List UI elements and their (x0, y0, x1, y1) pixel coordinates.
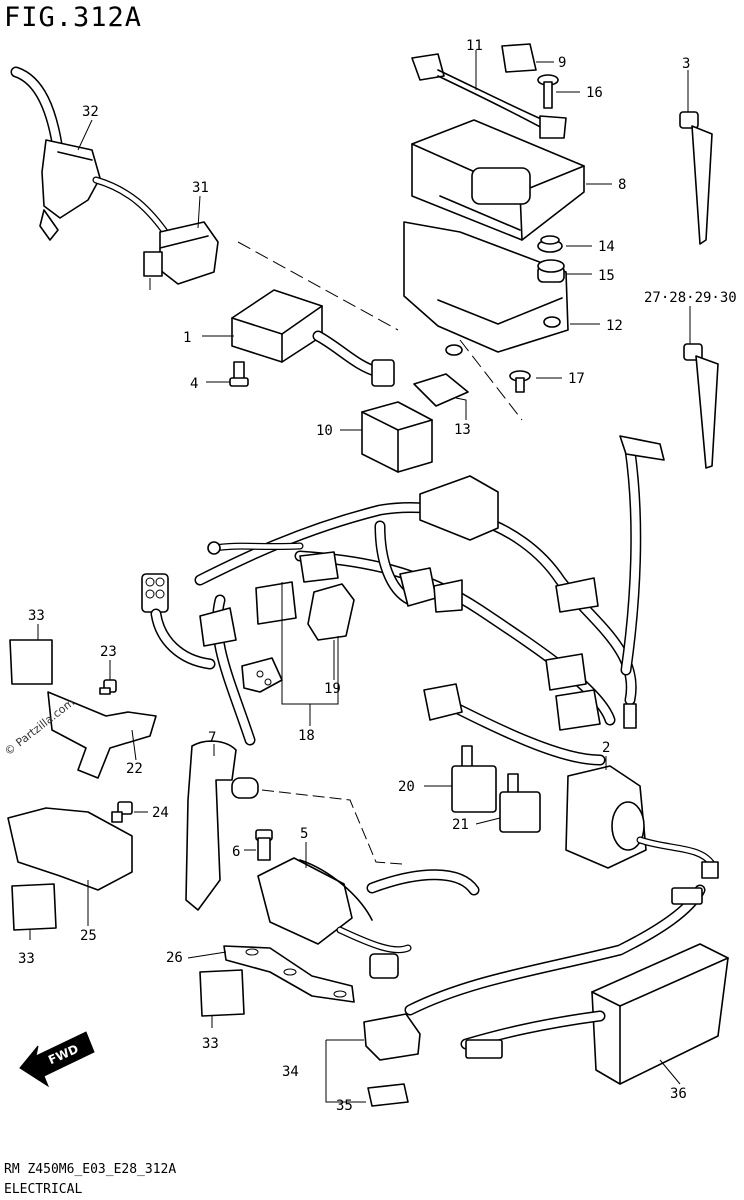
callout-22[interactable]: 22 (126, 761, 143, 777)
callout-34[interactable]: 34 (282, 1064, 299, 1080)
part-11-mounting-strap[interactable] (411, 53, 567, 139)
part-6-bolt[interactable] (255, 829, 273, 861)
callout-15[interactable]: 15 (598, 268, 615, 284)
callout-36[interactable]: 36 (670, 1086, 687, 1102)
callout-8[interactable]: 8 (618, 177, 626, 193)
callout-11[interactable]: 11 (466, 38, 483, 54)
part-4-bolt[interactable] (229, 361, 249, 387)
callout-7[interactable]: 7 (208, 730, 216, 746)
callout-33-a[interactable]: 33 (28, 608, 45, 624)
part-16-screw[interactable] (537, 74, 559, 109)
callout-labels: 1 2 3 4 5 6 7 8 9 10 11 12 13 14 15 16 1… (18, 38, 737, 1114)
figure-title: FIG.312A (4, 2, 143, 33)
guide-line-left (237, 241, 399, 331)
part-33-pad-3[interactable] (199, 969, 245, 1017)
callout-12[interactable]: 12 (606, 318, 623, 334)
callout-24[interactable]: 24 (152, 805, 169, 821)
callout-16[interactable]: 16 (586, 85, 603, 101)
part-14-cushion[interactable] (537, 235, 563, 253)
callout-17[interactable]: 17 (568, 371, 585, 387)
callout-35[interactable]: 35 (336, 1098, 353, 1114)
part-20-fuse-relay[interactable] (451, 745, 497, 813)
figure-code: RM Z450M6_E03_E28_312A (4, 1162, 177, 1177)
part-5-ignition-coil[interactable] (257, 857, 480, 979)
part-24-bolt[interactable] (111, 801, 133, 823)
forward-direction-arrow: FWD (19, 1031, 95, 1088)
part-31-relay[interactable] (143, 221, 219, 290)
part-1-regulator[interactable] (231, 289, 395, 387)
part-3-cable-tie[interactable] (679, 111, 713, 245)
callout-14[interactable]: 14 (598, 239, 615, 255)
callout-21[interactable]: 21 (452, 817, 469, 833)
part-27-30-cable-tie[interactable] (683, 343, 719, 469)
callout-20[interactable]: 20 (398, 779, 415, 795)
callout-18[interactable]: 18 (298, 728, 315, 744)
part-13-clamp[interactable] (413, 373, 469, 407)
part-36-control-unit[interactable] (404, 884, 729, 1085)
callout-23[interactable]: 23 (100, 644, 117, 660)
callout-33-b[interactable]: 33 (18, 951, 35, 967)
part-8-ecm[interactable] (411, 119, 585, 241)
part-23-bolt[interactable] (99, 679, 117, 695)
callout-4[interactable]: 4 (190, 376, 198, 392)
callout-25[interactable]: 25 (80, 928, 97, 944)
part-21-fuse-relay[interactable] (499, 773, 541, 833)
leader-lines (29, 50, 691, 1103)
part-33-pad-1[interactable] (9, 639, 53, 685)
part-12-ecm-bracket[interactable] (403, 221, 569, 356)
part-10-connector[interactable] (361, 401, 433, 473)
section-name: ELECTRICAL (4, 1182, 83, 1197)
main-wiring-harness[interactable] (194, 435, 665, 766)
callout-9[interactable]: 9 (558, 55, 566, 71)
part-7-spark-plug-cap[interactable] (185, 740, 259, 911)
part-33-pad-2[interactable] (11, 883, 57, 931)
callout-32[interactable]: 32 (82, 104, 99, 120)
part-19-connector[interactable] (307, 583, 355, 641)
part-34-coupler[interactable] (363, 1013, 421, 1061)
callout-3[interactable]: 3 (682, 56, 690, 72)
part-2-horn-relay[interactable] (565, 765, 719, 879)
guide-line-right (459, 339, 523, 421)
callout-1[interactable]: 1 (183, 330, 191, 346)
sensor-coupler[interactable] (141, 573, 216, 670)
part-25-bracket[interactable] (7, 807, 133, 891)
part-9-pad[interactable] (501, 43, 537, 73)
part-32-handlebar-switch[interactable] (10, 66, 172, 241)
part-22-bracket[interactable] (47, 691, 157, 779)
part-26-stay[interactable] (223, 945, 355, 1003)
callout-31[interactable]: 31 (192, 180, 209, 196)
part-15-grommet[interactable] (537, 259, 565, 283)
callout-26[interactable]: 26 (166, 950, 183, 966)
callout-6[interactable]: 6 (232, 844, 240, 860)
part-17-screw[interactable] (509, 370, 531, 393)
callout-27-30[interactable]: 27·28·29·30 (644, 290, 737, 306)
callout-10[interactable]: 10 (316, 423, 333, 439)
plug-cap-guide-line (261, 789, 403, 865)
callout-2[interactable]: 2 (602, 740, 610, 756)
callout-33-c[interactable]: 33 (202, 1036, 219, 1052)
part-18-connector[interactable] (241, 657, 283, 693)
callout-13[interactable]: 13 (454, 422, 471, 438)
callout-5[interactable]: 5 (300, 826, 308, 842)
callout-19[interactable]: 19 (324, 681, 341, 697)
part-35-fuse[interactable] (367, 1083, 409, 1107)
